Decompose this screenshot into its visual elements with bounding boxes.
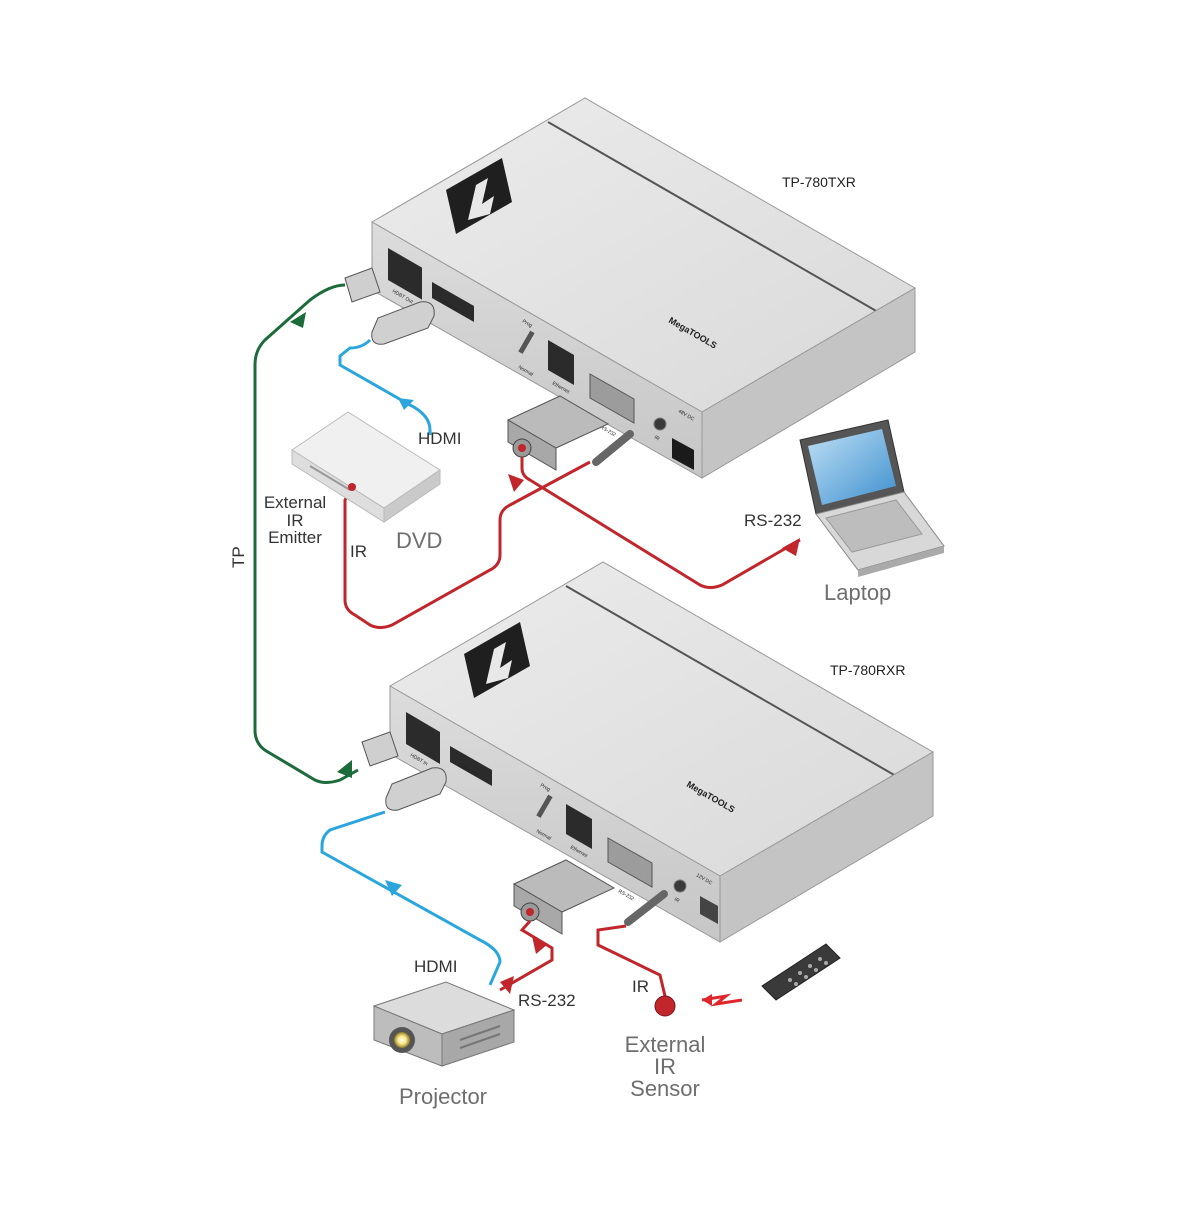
- tx-prog-switch[interactable]: [518, 330, 535, 354]
- rs232-label-top: RS-232: [744, 511, 802, 530]
- rs232-arrow-tx: [508, 474, 524, 492]
- hdmi-cable-bottom: [320, 810, 502, 986]
- rs232-arrow-laptop: [782, 538, 800, 556]
- rs232-arrow-rx: [532, 936, 548, 954]
- hdmi-arrow-top: [398, 398, 414, 410]
- laptop-label: Laptop: [824, 580, 891, 605]
- tx-power-terminal[interactable]: [672, 438, 694, 470]
- rx-top-seam: [565, 585, 897, 777]
- laptop-icon: [799, 419, 945, 577]
- tx-ir-jack[interactable]: [653, 417, 667, 431]
- projector-label: Projector: [399, 1084, 487, 1109]
- rx-prog-switch[interactable]: [536, 794, 553, 818]
- ir-sensor-icon: [654, 995, 676, 1017]
- dvd-player-icon: [291, 411, 441, 523]
- rx-power-jack[interactable]: [700, 896, 718, 924]
- tx-top-seam: [547, 121, 879, 313]
- rx-side-panel: [719, 751, 934, 943]
- tx-hdmi-in-port[interactable]: [432, 282, 474, 322]
- rx-port-label-prog: Prog: [539, 783, 551, 794]
- ext-ir-sensor-label-1: External: [625, 1032, 706, 1057]
- rx-kramer-logo: [464, 622, 530, 698]
- tp-arrow-down: [337, 760, 352, 778]
- rx-hdmi-plug: [385, 767, 447, 811]
- tx-model-label: TP-780TXR: [782, 174, 856, 190]
- remote-control-icon: [761, 943, 841, 1001]
- tx-ethernet-port[interactable]: [548, 340, 574, 385]
- rx-model-label: TP-780RXR: [830, 662, 905, 678]
- ext-ir-emitter-label-3: Emitter: [268, 528, 322, 547]
- dvd-label: DVD: [396, 528, 442, 553]
- tx-rs232-port[interactable]: [589, 373, 635, 424]
- rx-rs232-port[interactable]: [607, 837, 653, 888]
- ext-ir-sensor-label-2: IR: [654, 1054, 676, 1079]
- rs232-cable-top: [520, 457, 801, 589]
- projector-icon: [372, 981, 516, 1067]
- rs232-label-bottom: RS-232: [518, 991, 576, 1010]
- ir-label-top: IR: [350, 542, 367, 561]
- rx-hdmi-out-port[interactable]: [450, 746, 492, 786]
- ext-ir-sensor-label-3: Sensor: [630, 1076, 700, 1101]
- hdmi-cable-top: [338, 338, 432, 435]
- rx-hdbt-in-port[interactable]: [406, 712, 440, 764]
- tx-port-label-ir: IR: [653, 435, 661, 443]
- rx-ir-plug: [624, 890, 668, 926]
- tx-side-panel: [701, 287, 916, 479]
- rx-rj45-plug: [361, 731, 399, 767]
- rx-ethernet-port[interactable]: [566, 804, 592, 849]
- tx-hdbt-out-port[interactable]: [388, 248, 422, 300]
- rs232-arrow-projector: [500, 976, 514, 994]
- ext-ir-emitter-label-2: IR: [287, 511, 304, 530]
- ir-beam-arrow-icon: [702, 994, 712, 1006]
- hdmi-label-top: HDMI: [418, 429, 461, 448]
- hdmi-label-bottom: HDMI: [414, 957, 457, 976]
- tp-cable: [253, 283, 359, 784]
- rx-ir-jack[interactable]: [673, 879, 687, 893]
- tx-rj45-plug: [344, 267, 381, 303]
- rx-port-label-ir: IR: [673, 897, 681, 905]
- ir-cable-top: [343, 460, 591, 629]
- tx-hdmi-plug: [371, 301, 435, 345]
- rs232-cable-bottom: [499, 920, 554, 992]
- tx-kramer-logo: [446, 158, 512, 234]
- tp-label: TP: [229, 546, 248, 568]
- ir-cable-bottom: [596, 924, 667, 997]
- ir-beam-icon: [701, 993, 743, 1007]
- ir-label-bottom: IR: [632, 977, 649, 996]
- receiver-device: HDBT In HDMI Out Prog Normal Ethernet RS…: [389, 561, 934, 943]
- ir-emitter-icon: [348, 483, 356, 491]
- tp-arrow-up: [290, 312, 306, 328]
- transmitter-device: HDBT Out HDMI In Prog Normal Ethernet RS…: [371, 97, 916, 479]
- tx-ir-plug: [592, 430, 634, 466]
- hdmi-arrow-bottom: [385, 880, 402, 896]
- tx-port-label-prog: Prog: [521, 319, 533, 330]
- ext-ir-emitter-label-1: External: [264, 493, 326, 512]
